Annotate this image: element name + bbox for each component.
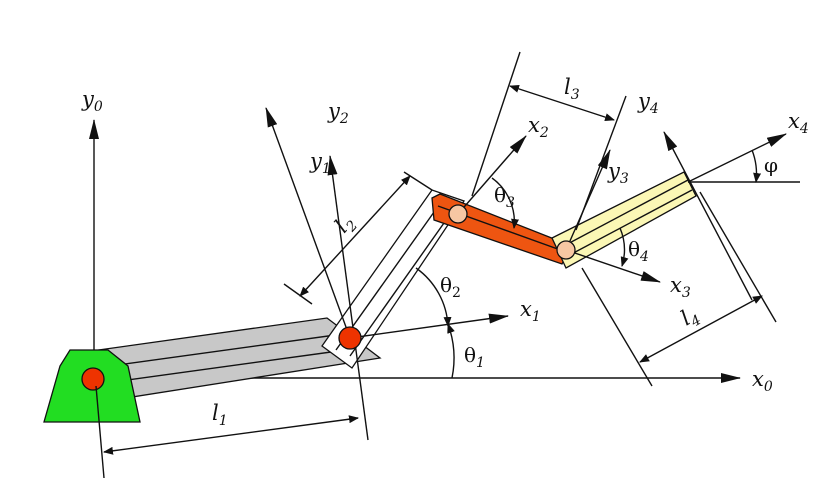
link-4-centerline — [559, 179, 689, 249]
y0-label: y0 — [81, 87, 103, 115]
theta4-label: θ4 — [628, 237, 649, 265]
y2-label: y2 — [327, 99, 349, 127]
x2-axis — [457, 135, 527, 215]
y1-label: y1 — [309, 149, 331, 177]
theta1-arc — [447, 323, 455, 379]
theta4-arc — [619, 227, 629, 267]
joint-3 — [448, 204, 468, 224]
l1-label: l1 — [212, 401, 228, 429]
l1-ext-left — [95, 385, 105, 479]
x3-axis — [565, 249, 661, 283]
l3-label: l3 — [564, 75, 580, 103]
link-4-centerline — [563, 189, 693, 259]
theta1-label: θ1 — [464, 343, 485, 371]
l2-ext-high — [403, 171, 433, 191]
y4-axis — [663, 131, 753, 301]
x1-label: x1 — [520, 297, 541, 325]
l2-ext-low — [283, 283, 313, 305]
phi-label: φ — [764, 153, 778, 177]
l3-ext-left — [471, 51, 521, 197]
joint-4 — [556, 240, 576, 260]
joint-2 — [338, 326, 362, 350]
y3-label: y3 — [607, 159, 629, 187]
link-1-centerline — [95, 332, 351, 369]
l1-dimension — [103, 415, 359, 455]
joint-1 — [81, 367, 105, 391]
l4-ext-left — [581, 267, 653, 387]
x1-axis — [349, 313, 509, 339]
l4-ext-right — [699, 191, 777, 323]
l3-dimension — [509, 84, 615, 122]
y4-label: y4 — [637, 89, 659, 117]
l3-ext-right — [575, 95, 627, 231]
l4-dimension — [639, 295, 763, 363]
theta2-label: θ2 — [440, 273, 461, 301]
theta3-label: θ3 — [494, 183, 515, 211]
l2-label: l2 — [330, 210, 361, 240]
x4-label: x4 — [788, 109, 809, 137]
x0-label: x0 — [752, 367, 773, 395]
link-1-centerline — [97, 348, 354, 385]
x2-label: x2 — [528, 113, 549, 141]
phi-arc — [751, 149, 762, 183]
y3-axis — [565, 149, 611, 251]
x3-label: x3 — [670, 273, 691, 301]
x4-axis — [687, 133, 787, 183]
l2-dimension — [299, 175, 411, 297]
theta2-arc — [415, 267, 452, 327]
theta3-arc — [491, 177, 520, 229]
